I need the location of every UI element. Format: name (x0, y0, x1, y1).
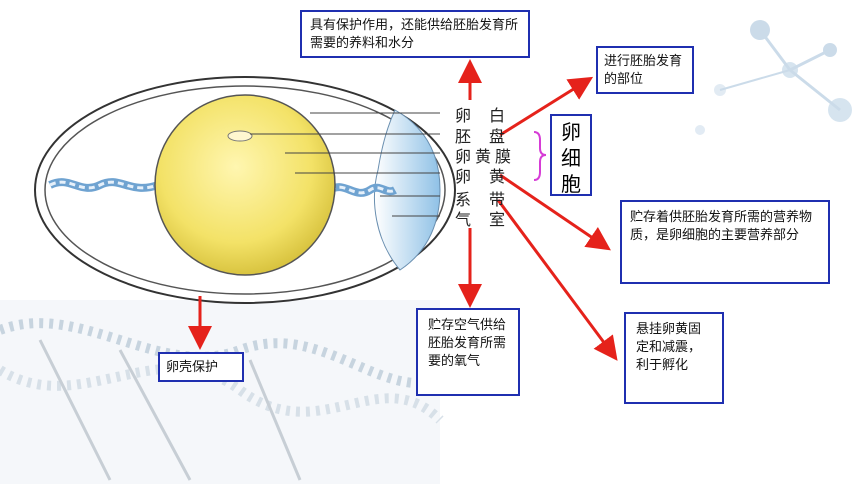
yolk (154, 94, 336, 276)
arrows (188, 59, 618, 361)
note-egg-white: 具有保护作用，还能供给胚胎发育所需要的养料和水分 (300, 10, 530, 58)
label-yolk: 卵黄 (455, 169, 524, 186)
label-air-cell: 气室 (455, 212, 524, 229)
label-yolk-membrane: 卵黄膜 (455, 149, 516, 166)
label-egg-white: 卵白 (455, 108, 524, 125)
dna-decoration (0, 300, 444, 484)
egg-cell-label: 卵细胞 (550, 114, 592, 196)
label-chalaza: 系带 (455, 192, 524, 209)
note-shell: 卵壳保护 (158, 352, 244, 382)
leader-lines (250, 112, 440, 217)
egg-cell-text: 卵细胞 (561, 122, 581, 196)
note-germinal-disc: 进行胚胎发育的部位 (596, 46, 694, 94)
molecule-decoration (695, 20, 852, 135)
arrow-germinal-disc (499, 76, 594, 137)
egg (34, 76, 456, 304)
note-yolk: 贮存着供胚胎发育所需的营养物质，是卵细胞的主要营养部分 (620, 200, 830, 284)
label-germinal-disc: 胚盘 (455, 129, 524, 146)
air-cell (373, 109, 441, 271)
arrow-chalaza (496, 199, 618, 361)
chalaza (48, 178, 397, 197)
note-air-cell: 贮存空气供给胚胎发育所需要的氧气 (416, 308, 520, 396)
arrow-yolk (499, 173, 611, 251)
egg-cell-brace (533, 131, 547, 181)
note-chalaza: 悬挂卵黄固定和减震，利于孵化 (624, 312, 724, 404)
germinal-disc (227, 130, 253, 142)
